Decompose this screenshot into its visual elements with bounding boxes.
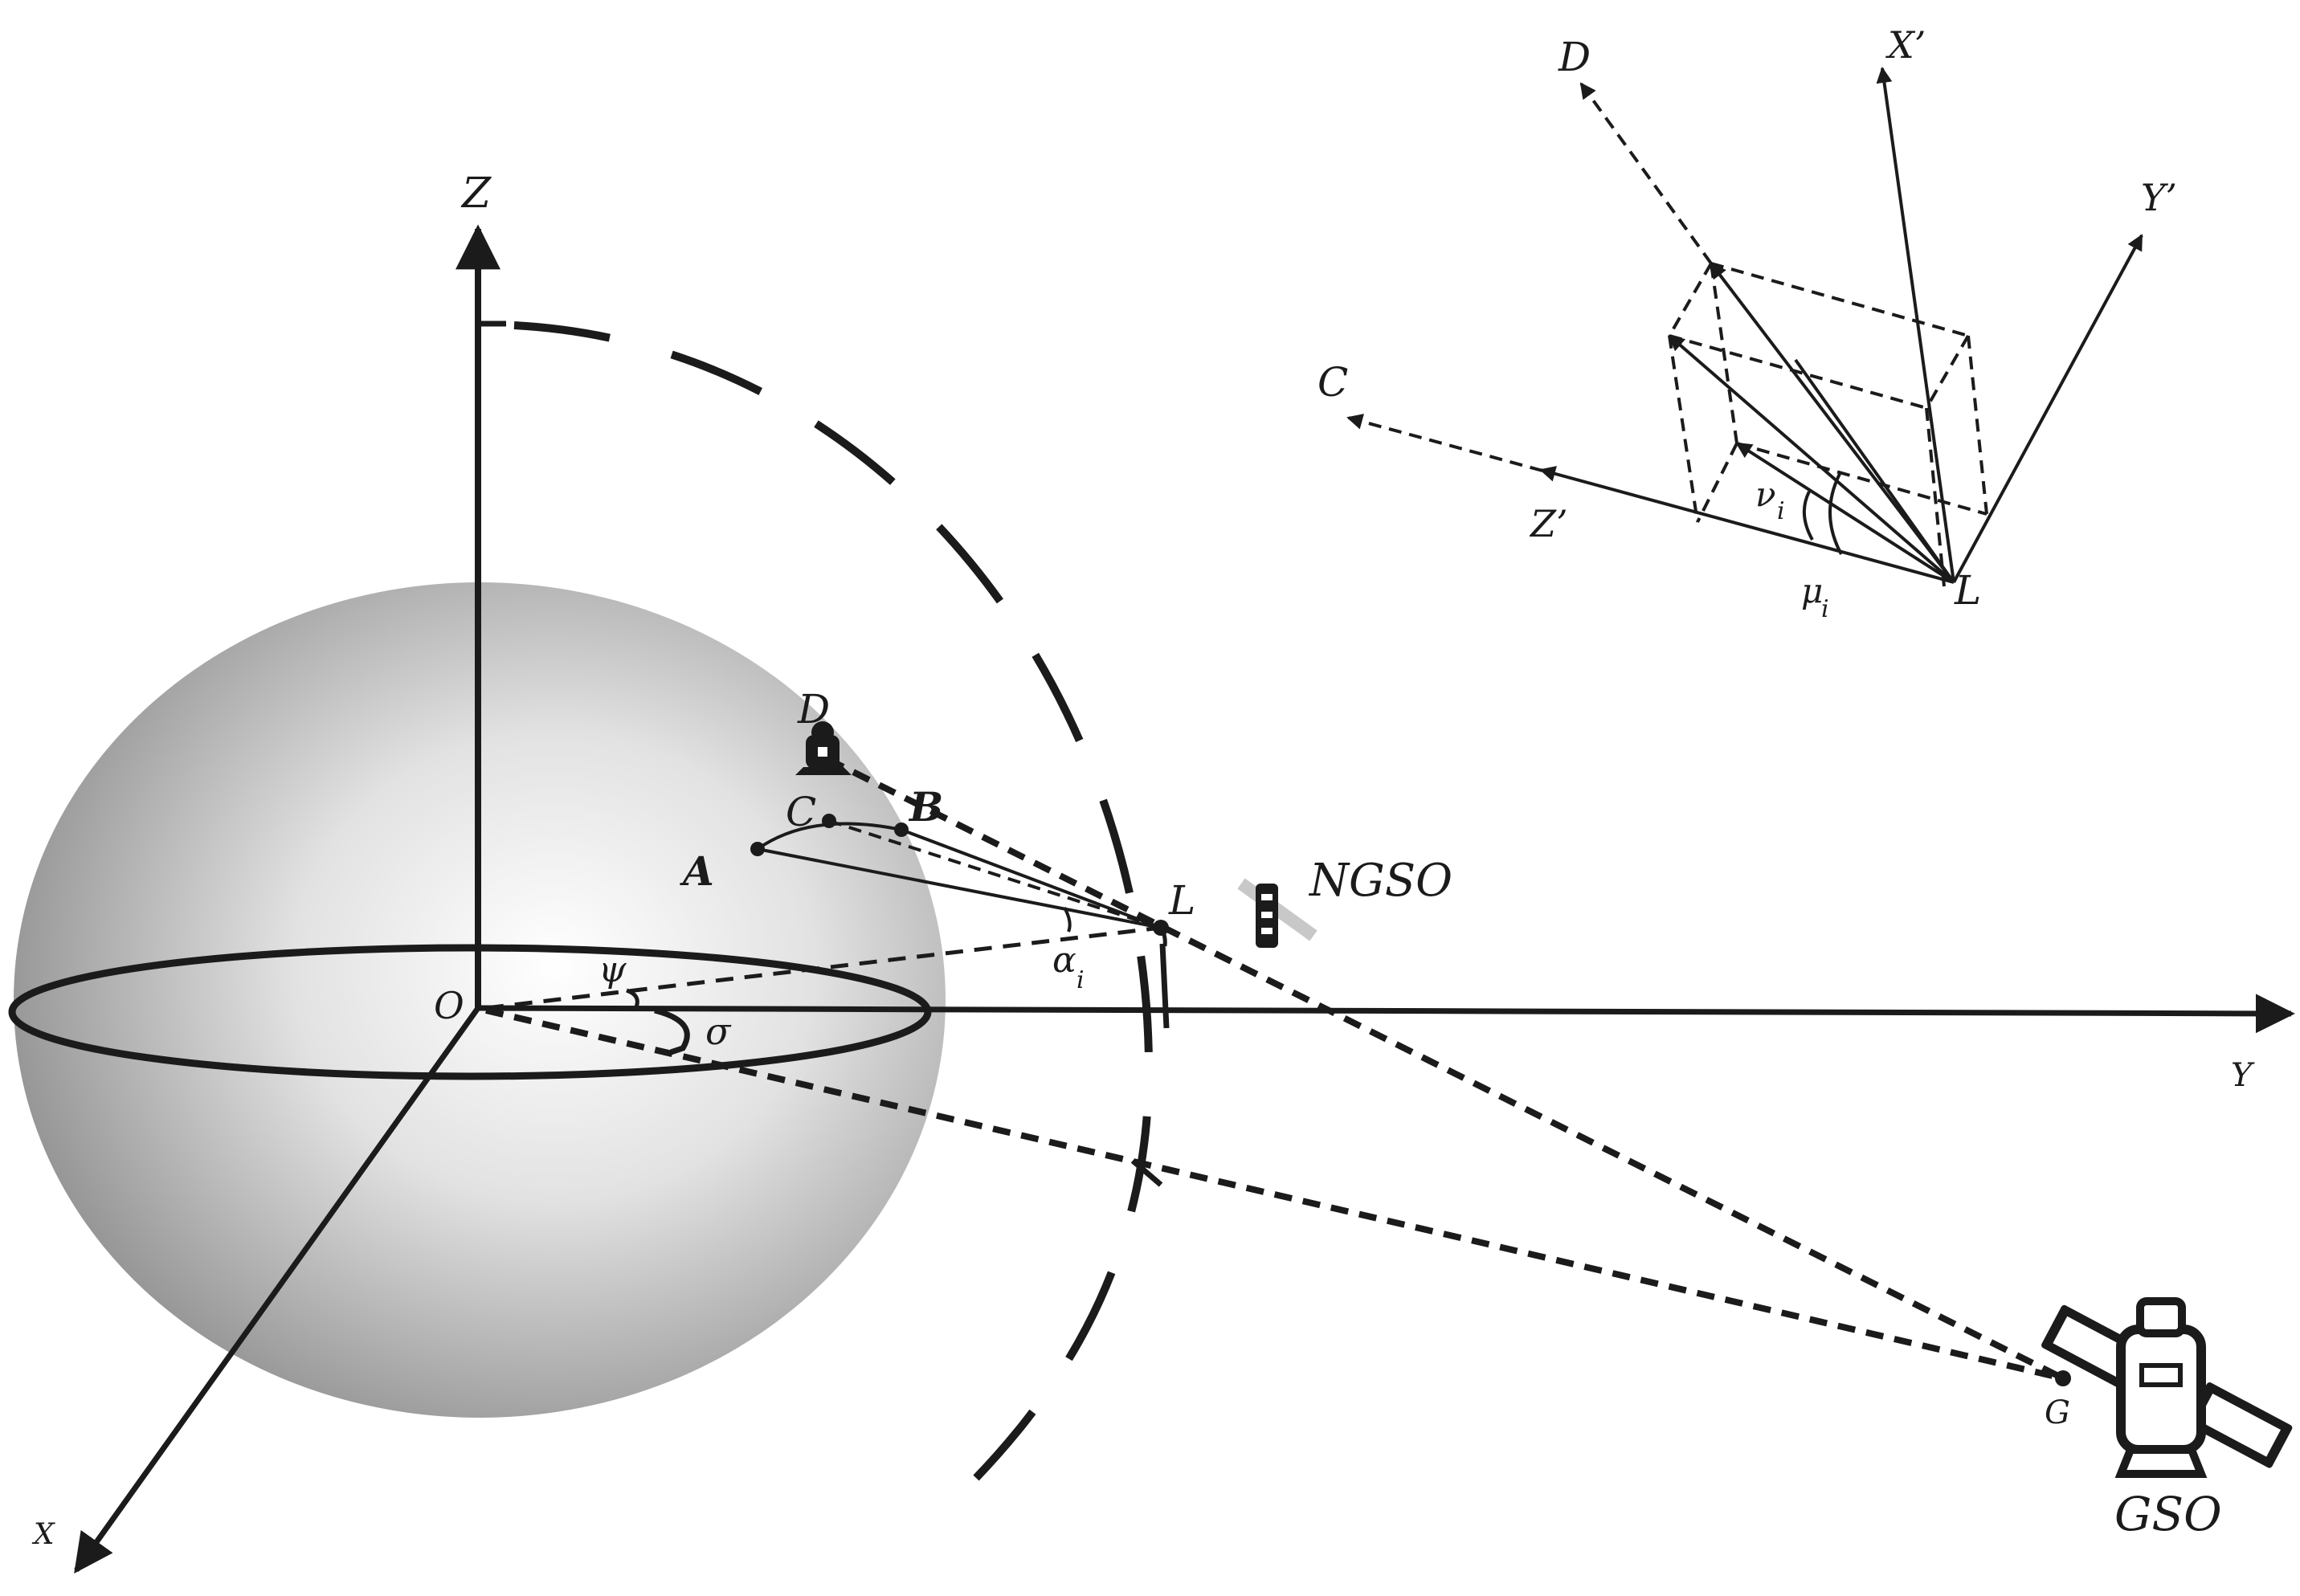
inset-angle-nu-arc xyxy=(1802,491,1814,541)
inset-z-prime-axis xyxy=(1539,466,1955,584)
inset-label-mu: μ xyxy=(1801,571,1823,610)
inset-vector-lower xyxy=(1735,442,1955,584)
orbit-arc xyxy=(513,321,1154,1481)
gso-satellite-body-icon xyxy=(2114,1297,2208,1478)
point-a-dot xyxy=(750,842,765,856)
angle-alpha-arc xyxy=(1063,907,1072,933)
inset-label-z-prime: Z’ xyxy=(1529,502,1568,545)
point-l-dot xyxy=(1153,920,1169,936)
x-axis xyxy=(74,1006,480,1574)
point-c-dot xyxy=(822,814,836,828)
inset-label-l: L xyxy=(1954,567,1981,614)
inset-label-c: C xyxy=(1317,359,1348,406)
inset-vector-proj xyxy=(1794,358,1955,584)
label-angle-sigma: σ xyxy=(705,1010,732,1053)
inset-dashed-box xyxy=(1668,262,1988,587)
ray-l-b xyxy=(901,828,1162,929)
inset-label-nu-sub: i xyxy=(1777,497,1785,525)
label-origin: O xyxy=(434,984,464,1027)
label-point-d: D xyxy=(797,686,830,733)
ray-l-a xyxy=(757,847,1162,929)
inset-c-axis xyxy=(1346,414,1543,472)
label-angle-alpha: α xyxy=(1052,940,1076,981)
arc-a-b xyxy=(756,822,902,851)
earth-station-icon xyxy=(795,721,852,775)
line-d-g xyxy=(826,756,2065,1382)
label-point-c: C xyxy=(786,789,816,835)
label-ngso: NGSO xyxy=(1308,855,1452,907)
label-angle-psi: ψ xyxy=(598,949,627,990)
label-point-b: B xyxy=(908,783,943,831)
inset-label-x-prime: X’ xyxy=(1885,23,1926,67)
line-o-l xyxy=(485,925,1162,1010)
point-b-dot xyxy=(894,822,909,837)
line-o-g xyxy=(485,1007,2064,1382)
label-gso: GSO xyxy=(2114,1487,2222,1541)
orbit-tick-upper xyxy=(1159,943,1170,1029)
y-axis xyxy=(477,994,2295,1034)
inset-vector-middle xyxy=(1668,334,1955,584)
inset-label-nu: ν xyxy=(1755,475,1776,514)
label-angle-alpha-sub: i xyxy=(1076,966,1085,994)
inset-y-prime-axis xyxy=(1952,234,2143,583)
label-axis-x: X xyxy=(31,1518,55,1551)
inset-d-axis xyxy=(1579,82,1713,265)
inset-coordinate-diagram xyxy=(1346,67,2143,587)
ray-l-c xyxy=(828,819,1162,929)
angle-psi-arc xyxy=(626,988,639,1012)
inset-label-y-prime: Y’ xyxy=(2141,176,2177,219)
inset-x-prime-axis xyxy=(1876,67,1955,583)
label-axis-z: Z xyxy=(460,169,492,218)
point-g-dot xyxy=(2055,1370,2071,1386)
angle-sigma-arc xyxy=(654,1007,690,1055)
inset-vector-upper xyxy=(1710,262,1955,584)
inset-label-mu-sub: i xyxy=(1821,595,1829,623)
label-point-g: G xyxy=(2045,1394,2070,1431)
label-axis-y: Y xyxy=(2231,1057,2255,1094)
ngso-satellite-icon xyxy=(1237,878,1317,948)
inset-angle-mu-arc xyxy=(1828,473,1843,555)
label-point-l: L xyxy=(1168,877,1195,924)
inset-label-d: D xyxy=(1558,34,1591,80)
label-point-a: A xyxy=(680,847,714,895)
